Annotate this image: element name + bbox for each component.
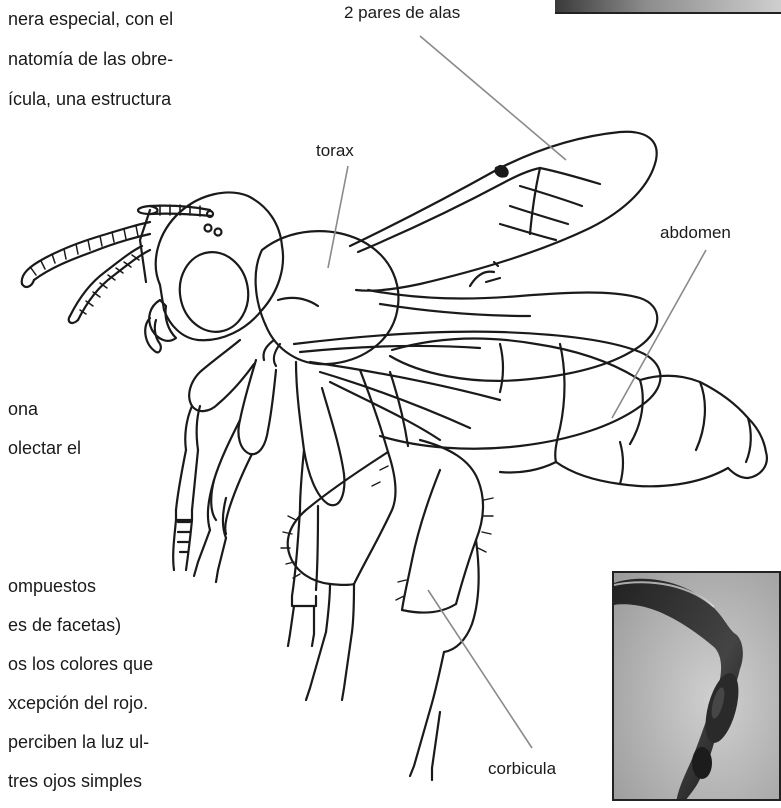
abdomen — [392, 339, 767, 487]
forewing — [350, 132, 657, 291]
middle-leg-1 — [194, 360, 276, 582]
compound-eye — [174, 247, 255, 338]
simple-eye-3 — [207, 211, 213, 217]
leader-thorax — [328, 166, 348, 268]
label-wings: 2 pares de alas — [344, 2, 460, 24]
middle-leg-2 — [288, 362, 344, 646]
hindwing — [368, 262, 657, 381]
antenna-left — [22, 222, 150, 287]
label-thorax: torax — [316, 140, 354, 162]
simple-eye-2 — [215, 229, 222, 236]
head — [145, 193, 283, 353]
leader-wings — [420, 36, 566, 160]
label-abdomen: abdomen — [660, 222, 731, 244]
label-corbicula: corbicula — [488, 758, 556, 780]
front-leg — [173, 340, 254, 570]
antenna-left-segments — [31, 226, 138, 275]
leader-corbicula — [428, 590, 532, 748]
simple-eye-1 — [205, 225, 212, 232]
leader-abdomen — [612, 250, 706, 418]
lower-wing — [294, 332, 660, 449]
